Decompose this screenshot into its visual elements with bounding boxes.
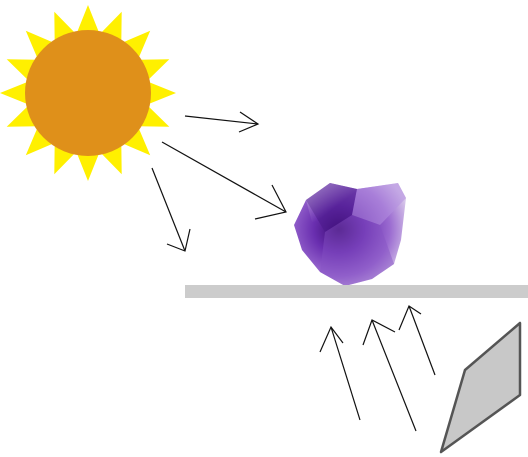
reflected-arrow-middle bbox=[363, 320, 416, 431]
reflected-arrow-right bbox=[399, 306, 435, 375]
sun-disc bbox=[25, 30, 151, 156]
ray-arrow-to-gem bbox=[162, 142, 286, 219]
mirror-icon bbox=[441, 323, 520, 452]
reflected-rays bbox=[320, 306, 435, 431]
reflected-arrow-left bbox=[320, 327, 360, 420]
ray-arrow-right bbox=[185, 112, 258, 132]
ray-arrow-down bbox=[152, 168, 190, 251]
sun-icon bbox=[0, 5, 176, 181]
surface-bar bbox=[185, 285, 528, 298]
incoming-rays bbox=[152, 112, 286, 251]
amethyst-crystal-icon bbox=[294, 183, 406, 286]
